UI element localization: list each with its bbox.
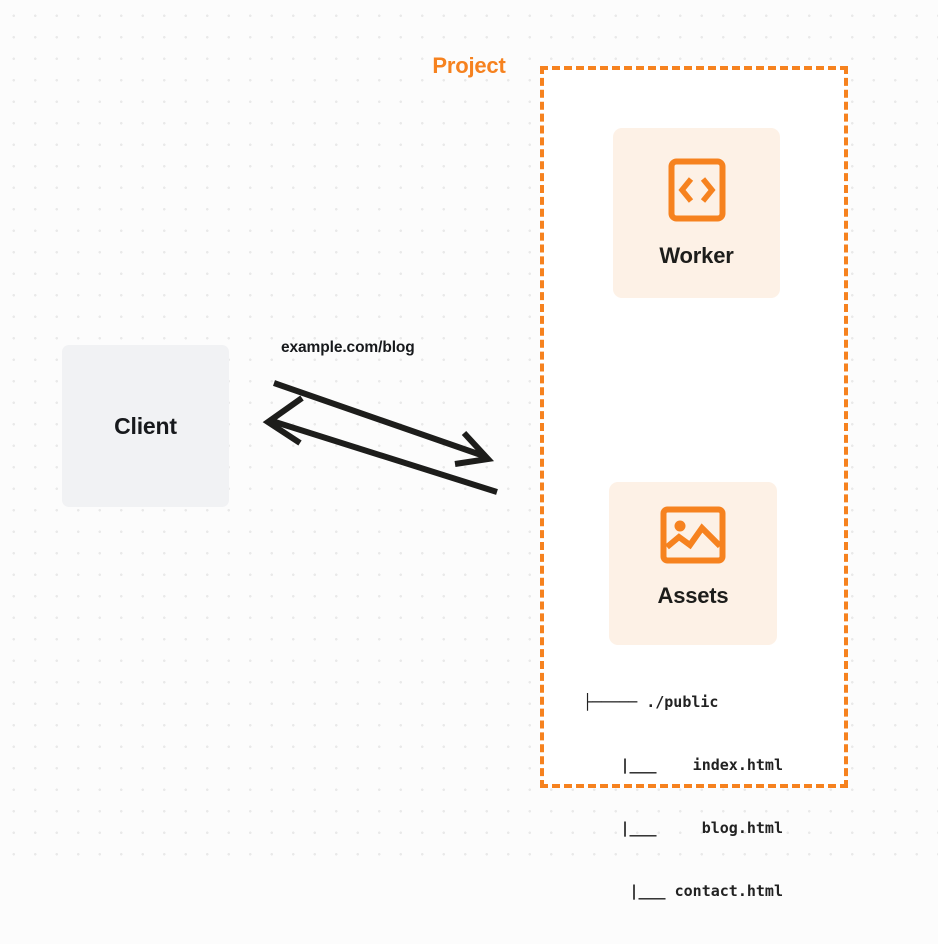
assets-file-tree: ├───── ./public |___ index.html |___ blo… (583, 650, 783, 944)
file-tree-row-root: ├───── ./public (583, 693, 719, 711)
request-response-arrows (262, 380, 498, 495)
file-tree-row-index: |___ index.html (620, 756, 783, 774)
worker-label: Worker (659, 243, 734, 268)
response-arrow (262, 395, 498, 495)
request-arrow (273, 380, 495, 467)
file-tree-row-contact: |___ contact.html (629, 882, 783, 900)
project-title: Project (425, 53, 513, 79)
assets-label: Assets (657, 583, 729, 608)
code-brackets-icon (668, 158, 726, 227)
diagram-canvas: Client example.com/blog Project Worker (0, 0, 938, 900)
image-icon (660, 506, 726, 569)
client-node: Client (62, 345, 229, 507)
assets-node[interactable]: Assets (609, 482, 777, 645)
client-label: Client (114, 412, 177, 439)
worker-node[interactable]: Worker (613, 128, 780, 298)
file-tree-row-blog: |___ blog.html (620, 819, 783, 837)
connection-label: example.com/blog (281, 339, 415, 356)
